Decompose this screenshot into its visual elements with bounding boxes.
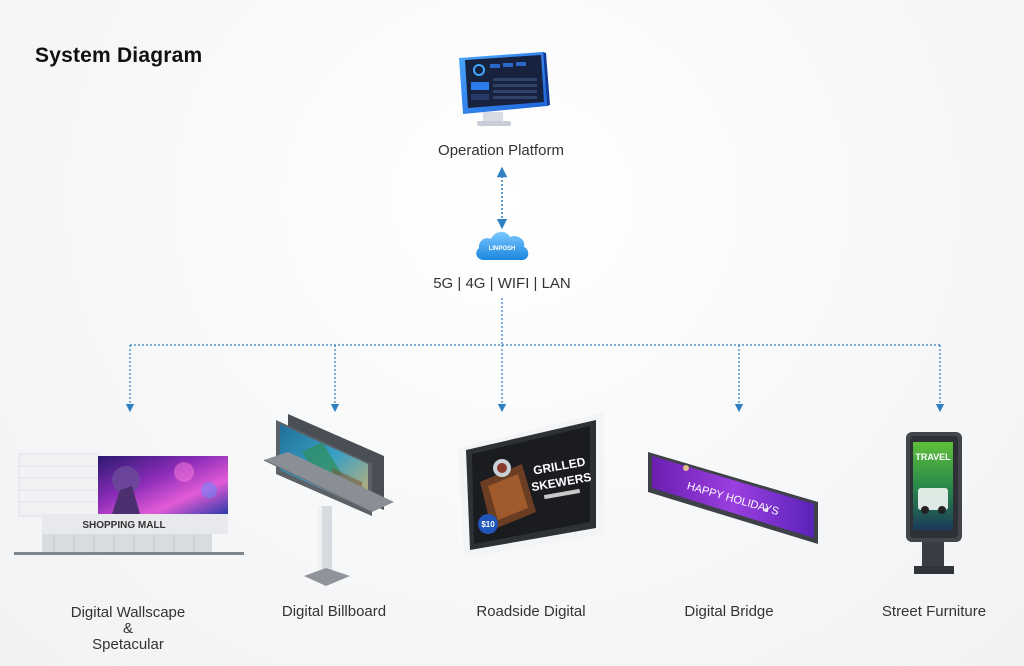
street-kiosk-icon: TRAVEL xyxy=(900,428,970,580)
mall-sign-text: SHOPPING MALL xyxy=(82,520,165,531)
wallscape-label-line1: Digital Wallscape xyxy=(70,604,186,621)
device-label-street: Street Furniture xyxy=(881,603,987,620)
shopping-mall-wallscape-icon: SHOPPING MALL xyxy=(14,450,244,558)
wallscape-label-line2: & xyxy=(122,620,133,637)
wallscape-label-line3: Spetacular xyxy=(92,636,164,653)
device-label-roadside: Roadside Digital xyxy=(476,603,586,620)
cloud-icon: LINPOSH xyxy=(472,224,532,266)
roadside-price-text: $10 xyxy=(481,520,495,529)
kiosk-screen-text: TRAVEL xyxy=(915,452,951,462)
cloud-brand-text: LINPOSH xyxy=(489,246,516,252)
page-title: System Diagram xyxy=(35,44,203,67)
device-label-billboard: Digital Billboard xyxy=(281,603,387,620)
billboard-icon xyxy=(262,412,398,592)
monitor-icon xyxy=(455,50,555,132)
platform-label: Operation Platform xyxy=(438,142,564,159)
device-label-bridge: Digital Bridge xyxy=(684,603,774,620)
roadside-screen-icon: $10 GRILLED SKEWERS xyxy=(458,412,604,562)
device-label-wallscape: Digital Wallscape & Spetacular xyxy=(48,605,208,653)
digital-bridge-icon: HAPPY HOLIDAYS xyxy=(646,448,822,546)
network-label: 5G | 4G | WIFI | LAN xyxy=(433,275,571,292)
